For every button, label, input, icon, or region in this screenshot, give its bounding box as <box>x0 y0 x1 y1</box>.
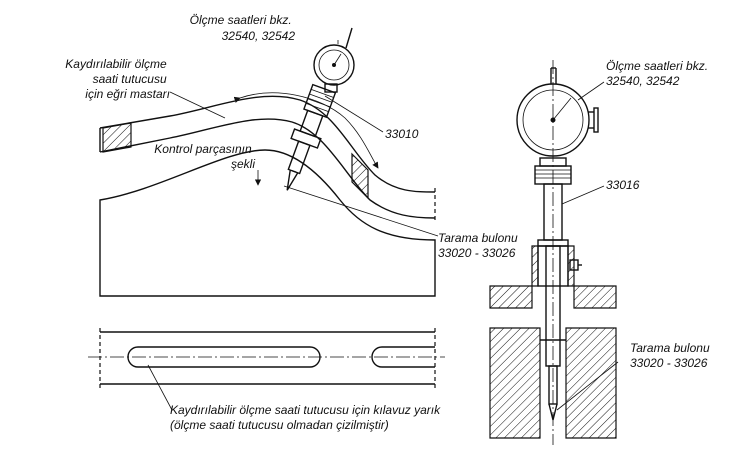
label-holder-template: Kaydırılabilir ölçme saati tutucusu için… <box>65 57 170 101</box>
travel-arrow <box>233 92 379 169</box>
control-part <box>99 149 436 297</box>
label-gauge-left: Ölçme saatleri bkz. 32540, 32542 <box>190 13 296 43</box>
curved-template <box>99 95 436 222</box>
label-part-code-left: 33010 <box>385 127 419 141</box>
label-control-shape: Kontrol parçasının şekli <box>154 142 255 171</box>
hatched-section-right <box>351 152 369 200</box>
label-scan-bolt-right: Tarama bulonu 33020 - 33026 <box>630 341 713 370</box>
label-gauge-right: Ölçme saatleri bkz. 32540, 32542 <box>606 59 711 88</box>
plate-section-right <box>573 285 617 309</box>
bore-section-left <box>489 327 541 439</box>
gauge-holder-left <box>286 83 337 191</box>
label-scan-bolt-left: Tarama bulonu 33020 - 33026 <box>438 231 521 260</box>
label-part-code-right: 33016 <box>606 178 640 192</box>
dial-gauge-left <box>313 27 355 93</box>
guide-slot-plate <box>88 328 445 388</box>
plate-section-left <box>489 285 533 309</box>
label-guide-caption: Kaydırılabilir ölçme saati tutucusu için… <box>170 403 443 432</box>
hatched-section-left <box>102 122 132 153</box>
